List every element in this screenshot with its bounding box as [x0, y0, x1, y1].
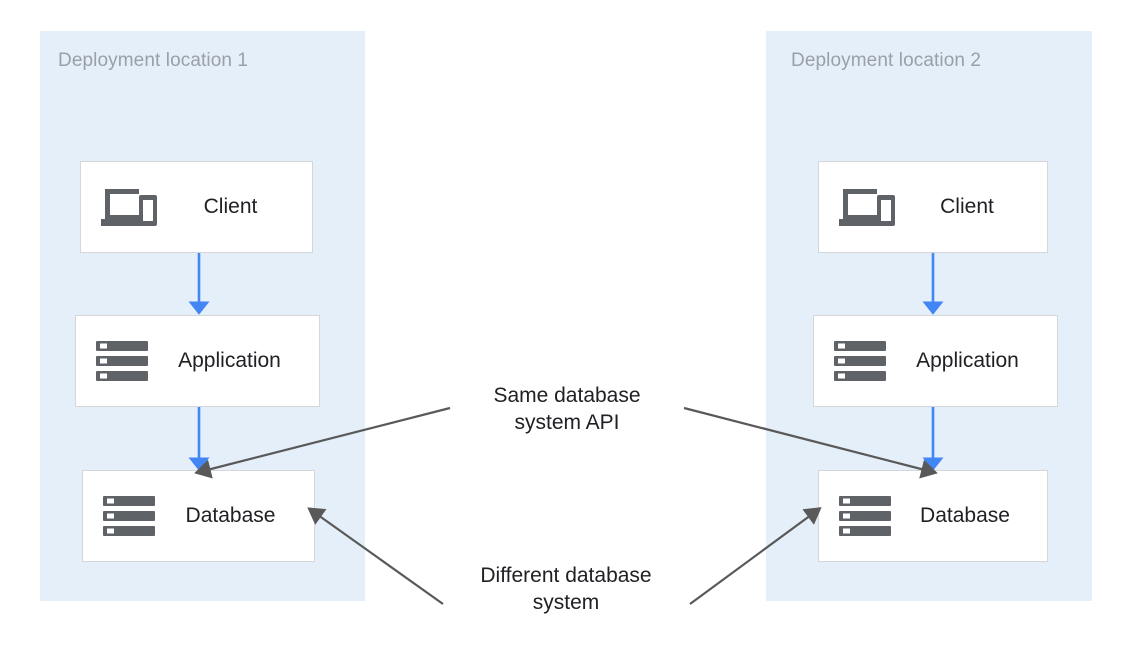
node-application-2-label: Application: [916, 349, 1019, 372]
node-client-1-label: Client: [203, 195, 258, 218]
server-icon: [839, 495, 891, 537]
node-client-1[interactable]: Client: [80, 161, 313, 253]
annotation-different-database-system: Different database system: [480, 564, 652, 615]
devices-icon: [101, 185, 157, 229]
devices-icon: [839, 185, 895, 229]
deployment-zone-1-label: Deployment location 1: [58, 50, 249, 71]
node-database-2[interactable]: Database: [818, 470, 1048, 562]
node-application-2[interactable]: Application: [813, 315, 1058, 407]
annotation-same-database-system-api: Same database system API: [493, 384, 641, 435]
node-database-1-label: Database: [185, 504, 276, 527]
node-database-2-label: Database: [920, 504, 1010, 527]
deployment-zone-2-label: Deployment location 2: [791, 50, 982, 71]
node-application-1[interactable]: Application: [75, 315, 320, 407]
server-icon: [103, 495, 155, 537]
node-application-1-label: Application: [178, 349, 281, 372]
node-database-1[interactable]: Database: [82, 470, 315, 562]
node-client-2-label: Client: [940, 195, 994, 218]
node-client-2[interactable]: Client: [818, 161, 1048, 253]
server-icon: [96, 340, 148, 382]
server-icon: [834, 340, 886, 382]
